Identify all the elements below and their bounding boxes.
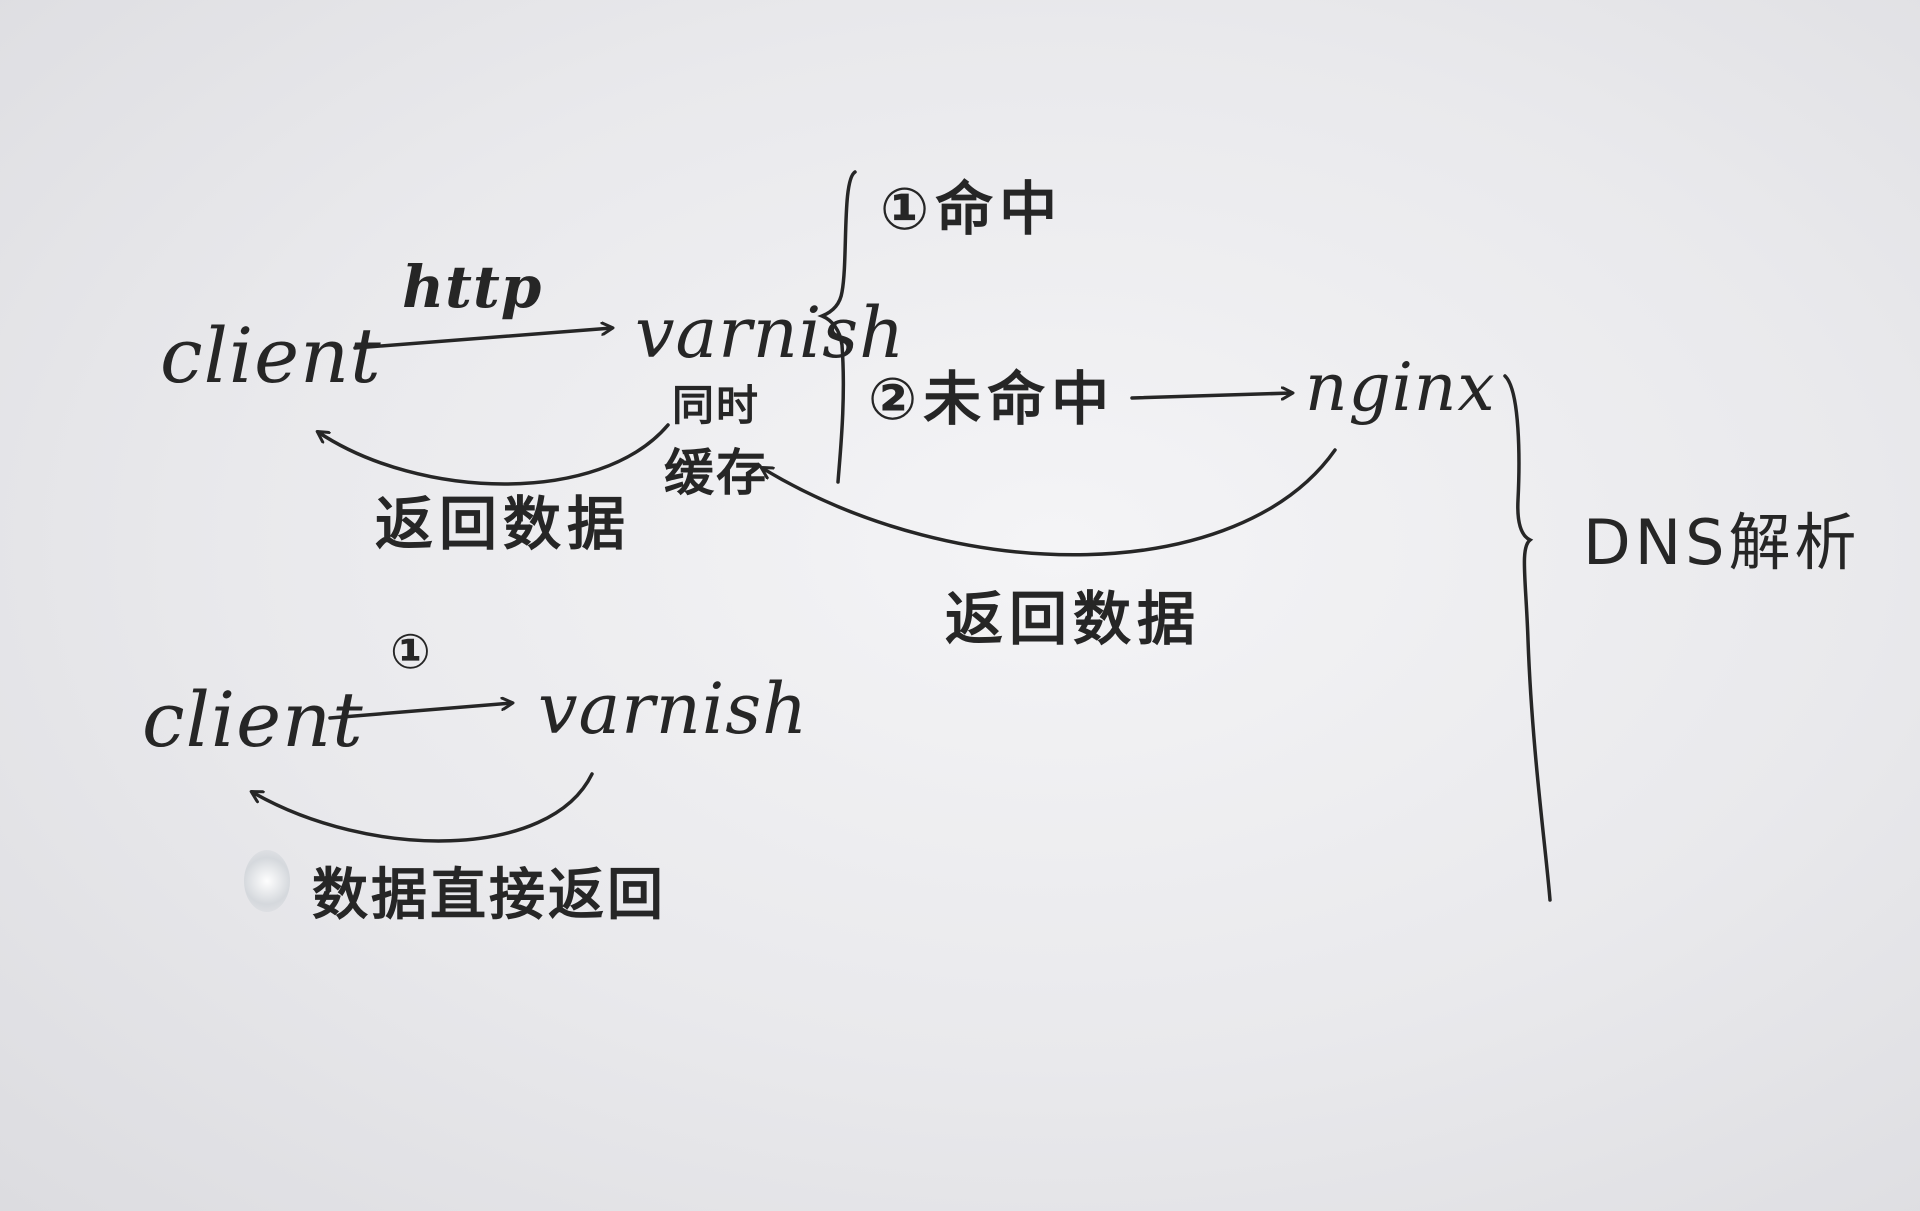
top-client-label: client: [160, 311, 382, 400]
arrow-bottom-client-to-varnish: [328, 703, 512, 720]
cache-hit-label: ①命中: [880, 175, 1064, 243]
bottom-varnish-label: varnish: [538, 668, 809, 750]
brace-hit-miss: [817, 170, 857, 484]
brace-dns: [1503, 374, 1552, 902]
dns-resolution-label: DNS解析: [1583, 506, 1861, 579]
top-varnish-label: varnish: [635, 292, 906, 374]
arrow-nginx-return-to-varnish: [762, 448, 1337, 557]
cache-note-line-2: 缓存: [664, 444, 768, 502]
return-data-label-left: 返回数据: [375, 490, 632, 558]
cache-miss-label: ②未命中: [868, 365, 1116, 433]
nginx-label: nginx: [1305, 349, 1496, 426]
http-label: http: [402, 253, 543, 321]
arrow-varnish-return-to-client: [318, 423, 670, 486]
return-data-label-bottom: 返回数据: [945, 585, 1202, 653]
arrow-miss-to-nginx: [1130, 393, 1292, 398]
bottom-client-label: client: [142, 675, 364, 764]
arrow-bottom-varnish-return-to-client: [252, 772, 594, 843]
cache-note-line-1: 同时: [672, 381, 761, 430]
direct-return-label: 数据直接返回: [312, 863, 666, 928]
bottom-step-number: ①: [390, 624, 437, 680]
arrow-client-to-varnish: [353, 328, 612, 350]
eraser-smudge: [244, 850, 290, 912]
